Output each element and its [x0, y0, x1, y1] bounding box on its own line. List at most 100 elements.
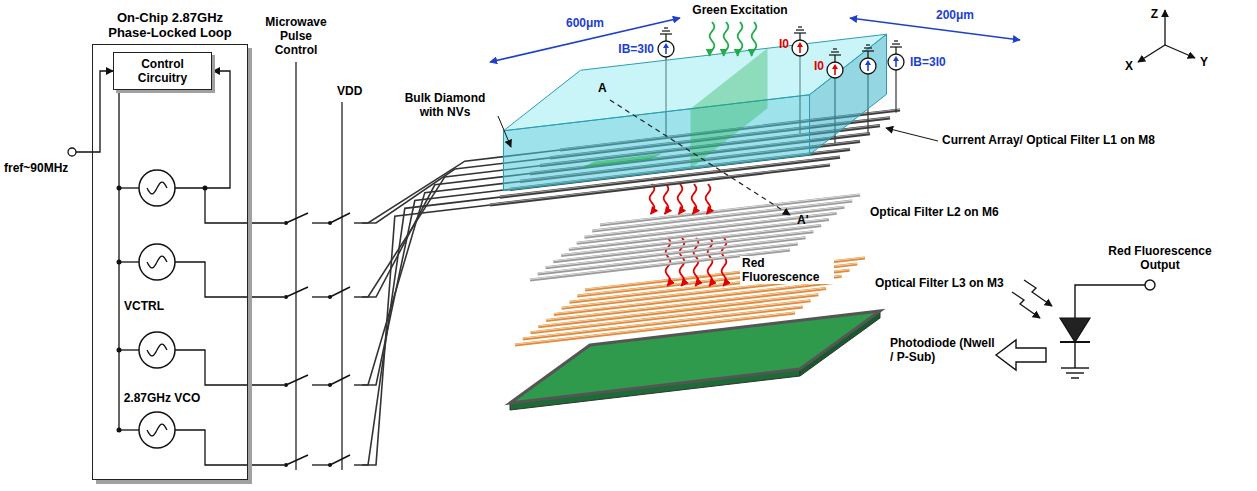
source-lead [895, 70, 896, 113]
input-terminal [68, 148, 76, 156]
signal-label: VCTRL [124, 299, 164, 313]
current-arrow [799, 47, 801, 53]
ground-bar [829, 54, 841, 55]
ground-bar [866, 44, 870, 45]
ground-bar [833, 48, 837, 49]
ground-bar [890, 46, 902, 47]
vco-symbol [139, 244, 175, 280]
light-ray [678, 184, 683, 214]
layer-label: Optical Filter L2 on M6 [870, 205, 999, 219]
current-label: IB=3I0 [618, 42, 654, 56]
switch-blade [286, 213, 308, 223]
ground-bar [662, 30, 670, 31]
section-marker: A [598, 81, 607, 95]
current-source [658, 41, 674, 57]
excitation-beam [582, 153, 662, 167]
drive-wire [362, 181, 520, 385]
drive-wire [362, 197, 500, 465]
vco-label: 2.87GHz VCO [124, 391, 201, 405]
dimension-label: 600μm [566, 16, 604, 30]
switch-wire [354, 296, 362, 297]
ground-bar [794, 32, 806, 33]
ground-lead [799, 33, 800, 40]
sine-glyph [147, 344, 167, 356]
switch-wire [354, 384, 362, 385]
box-label: Control Circuitry [117, 57, 208, 85]
leader-line [886, 128, 938, 141]
ground-lead [867, 51, 868, 58]
control-box: Control Circuitry [113, 52, 212, 90]
vco-symbol [139, 412, 175, 448]
switch-blade [330, 287, 350, 297]
excitation-label: Green Excitation [692, 3, 787, 17]
switch-wire [312, 464, 330, 465]
vco-output-wire [175, 350, 284, 385]
switch-blade [286, 375, 308, 385]
vctrl-wire [119, 187, 139, 188]
current-source [860, 58, 876, 74]
vctrl-wire [119, 429, 139, 430]
light-ray [650, 184, 655, 214]
ground-lead [1074, 342, 1075, 368]
vco-output-wire [175, 188, 284, 223]
drive-wire [362, 174, 530, 297]
diode-symbol [1060, 318, 1090, 342]
supply-label: VDD [337, 84, 362, 98]
section-line [610, 100, 790, 215]
filter-stripe-l3 [515, 313, 795, 345]
vco-symbol [139, 332, 175, 368]
vco-output-wire [175, 262, 284, 297]
light-arrow [1024, 280, 1052, 306]
current-label: I0 [814, 59, 824, 73]
dimension-arrow [850, 18, 1020, 40]
pll-block: On-Chip 2.87GHz Phase-Locked LoopControl… [92, 10, 248, 480]
axis-arrow [1164, 10, 1165, 45]
switch-wire [312, 384, 330, 385]
light-arrow [1012, 292, 1040, 318]
junction-dot [117, 348, 122, 353]
switch-wire [312, 296, 330, 297]
part-label: Bulk Diamond with NVs [395, 91, 495, 119]
fluorescence-label: Red Fluorescence [740, 256, 834, 284]
switch-wire [354, 464, 362, 465]
section-marker: A' [797, 213, 809, 227]
junction-dot [117, 260, 122, 265]
ground-bar [1066, 372, 1084, 373]
layer-label: Current Array/ Optical Filter L1 on M8 [942, 133, 1155, 147]
light-ray [722, 238, 727, 286]
switch-wire [354, 222, 362, 223]
axis-arrow [1138, 45, 1165, 62]
control-label: Microwave Pulse Control [261, 15, 331, 57]
excitation-sheet [691, 48, 768, 169]
output-terminal [1145, 280, 1155, 290]
current-arrow-head [797, 42, 803, 47]
switch-blade [330, 213, 350, 223]
vco-symbol [139, 170, 175, 206]
ground-bar [660, 33, 672, 34]
current-source [888, 54, 904, 70]
switch-blade [286, 455, 308, 465]
ground-bar [864, 47, 872, 48]
output-wire [1075, 285, 1145, 318]
signal-label: fref~90MHz [4, 161, 68, 175]
axis-label: X [1125, 59, 1133, 73]
current-source [827, 62, 843, 78]
filter-stripe-l3 [523, 307, 803, 339]
part-label: Photodiode (Nwell / P-Sub) [890, 336, 998, 364]
reference-wire [76, 71, 113, 152]
sine-glyph [147, 256, 167, 268]
current-label: I0 [779, 37, 789, 51]
filter-stripe-l3-highlight [523, 306, 803, 338]
output-label: Red Fluorescence Output [1098, 244, 1223, 272]
block-title: On-Chip 2.87GHz Phase-Locked Loop [105, 10, 235, 40]
leader-line [498, 116, 511, 147]
current-arrow [867, 65, 869, 71]
ground-bar [831, 51, 839, 52]
current-arrow [834, 69, 836, 75]
light-ray [710, 22, 715, 56]
vctrl-wire [119, 349, 139, 350]
current-arrow-head [893, 56, 899, 61]
switch-blade [330, 375, 350, 385]
ground-bar [1061, 367, 1089, 368]
